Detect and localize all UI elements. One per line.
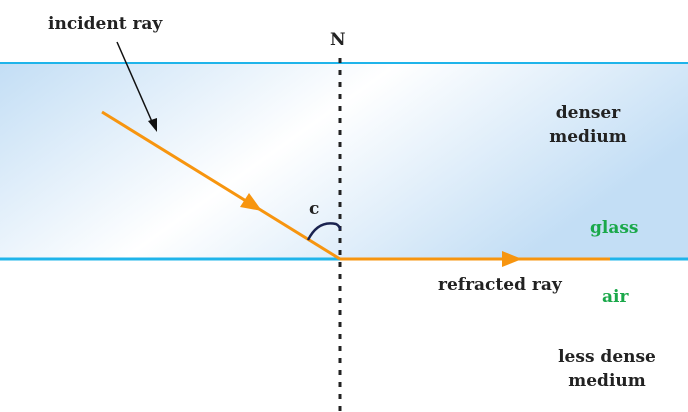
glass-block (0, 63, 688, 259)
air-label: air (602, 287, 629, 307)
glass-label: glass (590, 218, 639, 238)
denser-line2: medium (549, 127, 627, 147)
angle-c-label: c (309, 199, 320, 219)
pointer-arrow-head (148, 118, 157, 132)
critical-angle-arc (306, 222, 342, 241)
denser-medium-label: denser medium (548, 101, 628, 149)
refracted-ray-label: refracted ray (438, 275, 562, 295)
normal-label: N (330, 30, 346, 50)
less-dense-line2: medium (568, 371, 646, 391)
denser-line1: denser (555, 103, 621, 123)
less-dense-line1: less dense (558, 347, 656, 367)
incident-ray (101, 110, 341, 261)
incident-ray-label: incident ray (48, 14, 163, 34)
label-pointer-arrow (116, 41, 154, 125)
less-dense-medium-label: less dense medium (552, 345, 662, 393)
incident-arrow-head (240, 193, 262, 211)
refracted-arrow-head (502, 251, 522, 267)
